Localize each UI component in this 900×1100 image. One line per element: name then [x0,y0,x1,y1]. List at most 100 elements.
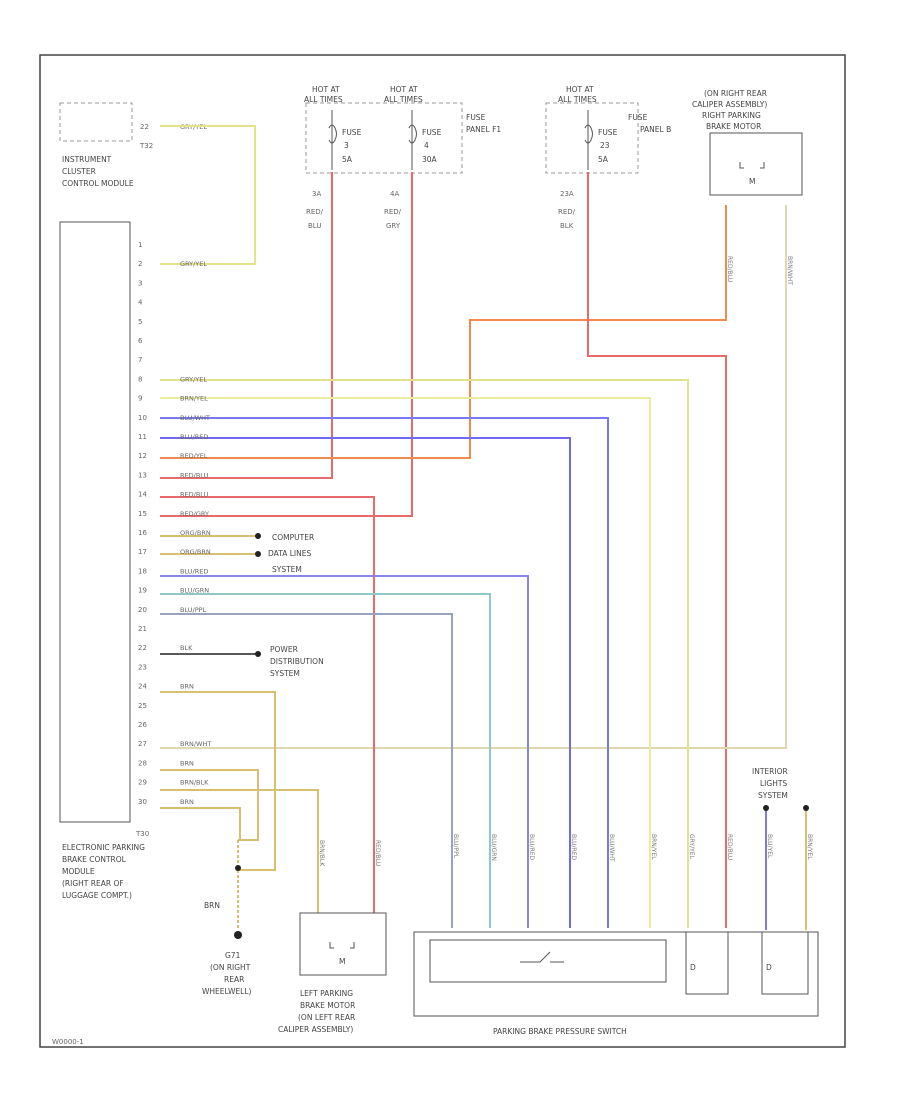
switch-wire-label: GRY/YEL [688,834,695,860]
ground-label-2: (ON RIGHT [210,963,251,972]
pds-label: POWER DISTRIBUTION SYSTEM [270,645,324,678]
switch-wire-label: RED/BLU [726,834,733,860]
epb-pin-wire-label: BLK [180,644,193,652]
epb-label-1: ELECTRONIC PARKING [62,843,145,852]
icc-connector: T32 [139,142,153,150]
fuse4-wire-2: GRY [386,222,401,230]
switch-wire-label: BLU/RED [570,834,577,861]
parking-brake-pressure-switch: D D PARKING BRAKE PRESSURE SWITCH BLU/PP… [413,834,819,1036]
right-motor-label-1: (ON RIGHT REAR [704,89,767,98]
epb-pin-number: 10 [138,414,147,422]
ground-g71: BRN G71 (ON RIGHT REAR WHEELWELL) [202,901,252,996]
epb-pin-number: 12 [138,452,147,460]
fuse-panel-b-label-1: FUSE [628,113,648,122]
cdl-label-1: COMPUTER [272,533,314,542]
fuse-panel-f1-label-2: PANEL F1 [466,125,501,134]
fuse4-hot-2: ALL TIMES [384,95,423,104]
epb-control-module: T30 ELECTRONIC PARKING BRAKE CONTROL MOD… [59,221,149,900]
wire-pin9-switch [160,397,651,928]
fuse3-hot-2: ALL TIMES [304,95,343,104]
wire-pin18-switch [160,575,529,928]
ground-label-4: WHEELWELL) [202,987,252,996]
fuse-panel-f1: HOT AT ALL TIMES FUSE 3 5A HOT AT ALL TI… [304,85,501,230]
wire-pin24-ground [160,691,276,871]
fuse3-num: 3 [344,141,349,150]
switch-d1: D [690,963,696,972]
left-motor-symbol: M [339,957,345,966]
right-motor-symbol: M [749,177,755,186]
fuse23-name: FUSE [598,128,618,137]
left-motor-label-3: (ON LEFT REAR [298,1013,355,1022]
epb-pin-wire-label: BRN [180,798,194,806]
left-motor-label-2: BRAKE MOTOR [300,1001,355,1010]
fuse4-wire-1: RED/ [384,208,402,216]
ground-id: G71 [225,951,241,960]
epb-pin-number: 19 [138,587,147,595]
epb-pin-number: 13 [138,471,147,479]
wire-right-motor-pin27 [160,205,787,749]
fuse3-amp: 5A [342,155,353,164]
interior-lights-label-2: LIGHTS [760,779,787,788]
wire-pin28-ground [160,769,259,841]
wire-pin20-switch [160,613,453,928]
epb-pin-number: 8 [138,375,142,383]
epb-pin-wire-label: BRN/BLK [180,779,209,787]
fuse23-hot-2: ALL TIMES [558,95,597,104]
wire-fuse4-pin15 [160,172,413,517]
cdl-label: COMPUTER DATA LINES SYSTEM [268,533,314,574]
epb-pin-number: 1 [138,241,142,249]
wire-pin14-left-motor [160,496,375,913]
epb-label-3: MODULE [62,867,95,876]
cdl-label-2: DATA LINES [268,549,311,558]
epb-pin-wire-label: BRN/YEL [180,395,208,403]
epb-pin-wire-label: BLU/RED [180,567,208,575]
interior-wire-a: BLU/YEL [766,834,773,859]
wire-pin30-ground [160,807,241,840]
epb-pin-wire-label: GRY/YEL [180,375,207,383]
wire-pin29-left-motor [160,789,319,913]
fuse23-wire-2: BLK [560,222,574,230]
epb-pin-wire-label: BLU/WHT [180,414,210,422]
fuse3-hot-1: HOT AT [312,85,340,94]
fuse3-pin: 3A [312,190,321,198]
fuse3-wire-2: BLU [308,222,321,230]
switch-wire-label: BLU/RED [528,834,535,861]
fuse4-amp: 30A [422,155,438,164]
wire-fuse3-pin13 [160,172,333,479]
interior-lights-system: INTERIOR LIGHTS SYSTEM BLU/YEL BRN/YEL [752,767,813,860]
epb-pin-number: 26 [138,721,147,729]
fuse-panel-f1-label-1: FUSE [466,113,486,122]
left-motor-label-1: LEFT PARKING [300,989,353,998]
left-motor-wire-a: BRN/BLK [318,840,325,867]
right-parking-brake-motor: (ON RIGHT REAR CALIPER ASSEMBLY) RIGHT P… [692,89,803,196]
epb-pin-number: 11 [138,433,147,441]
epb-pin-number: 7 [138,356,142,364]
epb-pin-number: 5 [138,318,142,326]
epb-pin-number: 6 [138,337,143,345]
wire-fuse23-switch [587,172,727,928]
icc-label-3: CONTROL MODULE [62,179,134,188]
switch-wire-label: BRN/YEL [650,834,657,860]
interior-lights-label-3: SYSTEM [758,791,788,800]
epb-pin-wire-label: ORG/BRN [180,548,211,556]
epb-pin-wire-label: RED/BLU [180,491,209,499]
switch-d2: D [766,963,772,972]
icc-label-1: INSTRUMENT [62,155,112,164]
epb-label-5: LUGGAGE COMPT.) [62,891,132,900]
fuse3-name: FUSE [342,128,362,137]
epb-pin-wire-label: ORG/BRN [180,529,211,537]
fuse-panel-b: HOT AT ALL TIMES FUSE 23 5A FUSE PANEL B… [545,85,671,230]
fuse4-name: FUSE [422,128,442,137]
epb-pin-wire-label: BLU/RED [180,433,208,441]
right-motor-label-4: BRAKE MOTOR [706,122,761,131]
icc-pin: 22 [140,123,149,131]
epb-pin-wire-label: BRN [180,759,194,767]
epb-pin-number: 15 [138,510,147,518]
epb-pin-number: 18 [138,567,147,575]
pds-label-2: DISTRIBUTION [270,657,324,666]
epb-connector: T30 [135,830,149,838]
epb-pin-number: 23 [138,663,147,671]
epb-pin-wire-label: BLU/PPL [180,606,207,614]
